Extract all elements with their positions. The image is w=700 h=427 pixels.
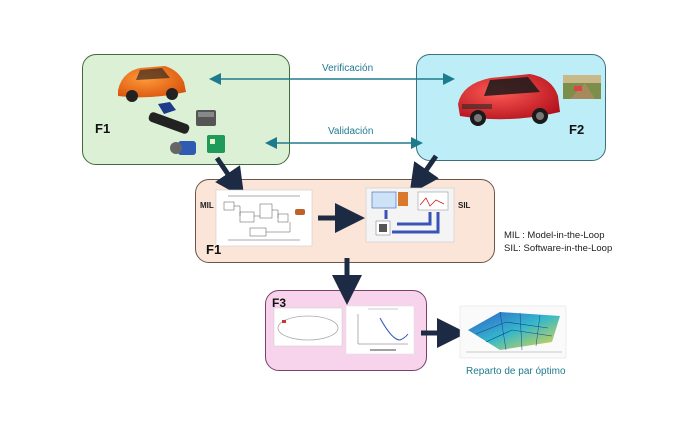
optimal-torque-surface-plot (459, 305, 567, 359)
mil-simulink-diagram (215, 189, 313, 247)
red-car-icon (458, 74, 560, 126)
f3-ring-plot (273, 307, 343, 347)
sil-tag: SIL (458, 201, 471, 210)
motor-components-icon (148, 102, 225, 155)
road-photo-icon (563, 75, 601, 99)
f2-to-sil-arrow (409, 154, 439, 195)
legend-sil: SIL: Software-in-the-Loop (504, 243, 613, 254)
verificacion-label: Verificación (322, 63, 374, 74)
orange-car-icon (118, 66, 186, 102)
f2-label: F2 (569, 122, 585, 137)
mil-tag: MIL (200, 201, 214, 210)
f3-label: F3 (272, 296, 287, 310)
sil-loop-diagram (365, 187, 455, 243)
f3-loss-curve (345, 305, 415, 355)
f1-label: F1 (95, 121, 111, 136)
result-caption: Reparto de par óptimo (466, 366, 566, 377)
mid-f1-label: F1 (206, 242, 222, 257)
legend-mil: MIL : Model-in-the-Loop (504, 230, 605, 241)
f1-to-mil-arrow (214, 156, 245, 199)
legend: MIL : Model-in-the-Loop SIL: Software-in… (504, 229, 612, 255)
validacion-label: Validación (328, 126, 374, 137)
